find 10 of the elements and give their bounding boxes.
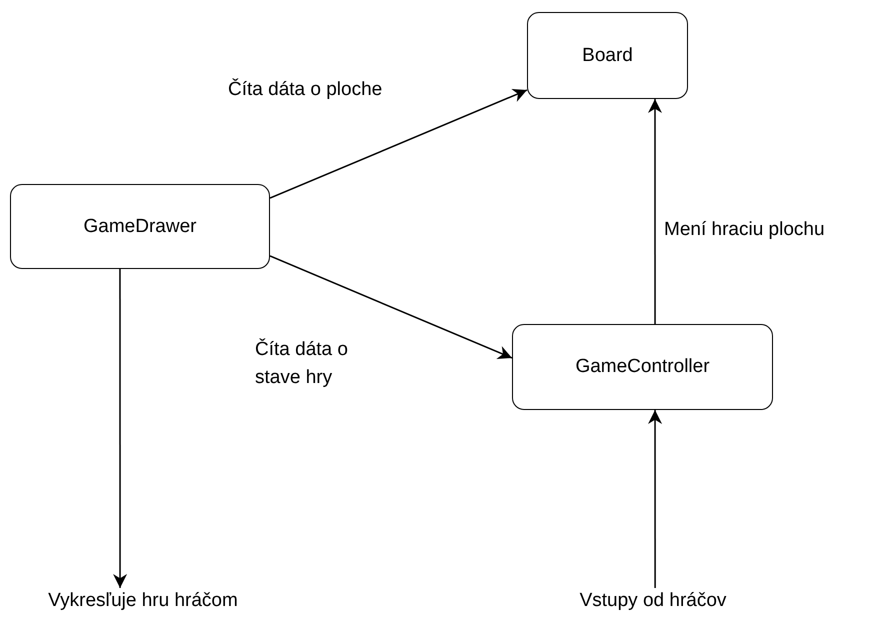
text-label: Vykresľuje hru hráčom bbox=[8, 588, 278, 614]
arrow bbox=[648, 99, 662, 324]
arrow bbox=[648, 410, 662, 588]
text-label: Vstupy od hráčov bbox=[548, 588, 758, 614]
arrow bbox=[270, 89, 528, 199]
process-box: GameController bbox=[512, 324, 773, 410]
arrow bbox=[270, 255, 512, 359]
process-box: Board bbox=[527, 12, 688, 99]
arrow bbox=[113, 269, 128, 588]
process-box: GameDrawer bbox=[10, 184, 270, 269]
